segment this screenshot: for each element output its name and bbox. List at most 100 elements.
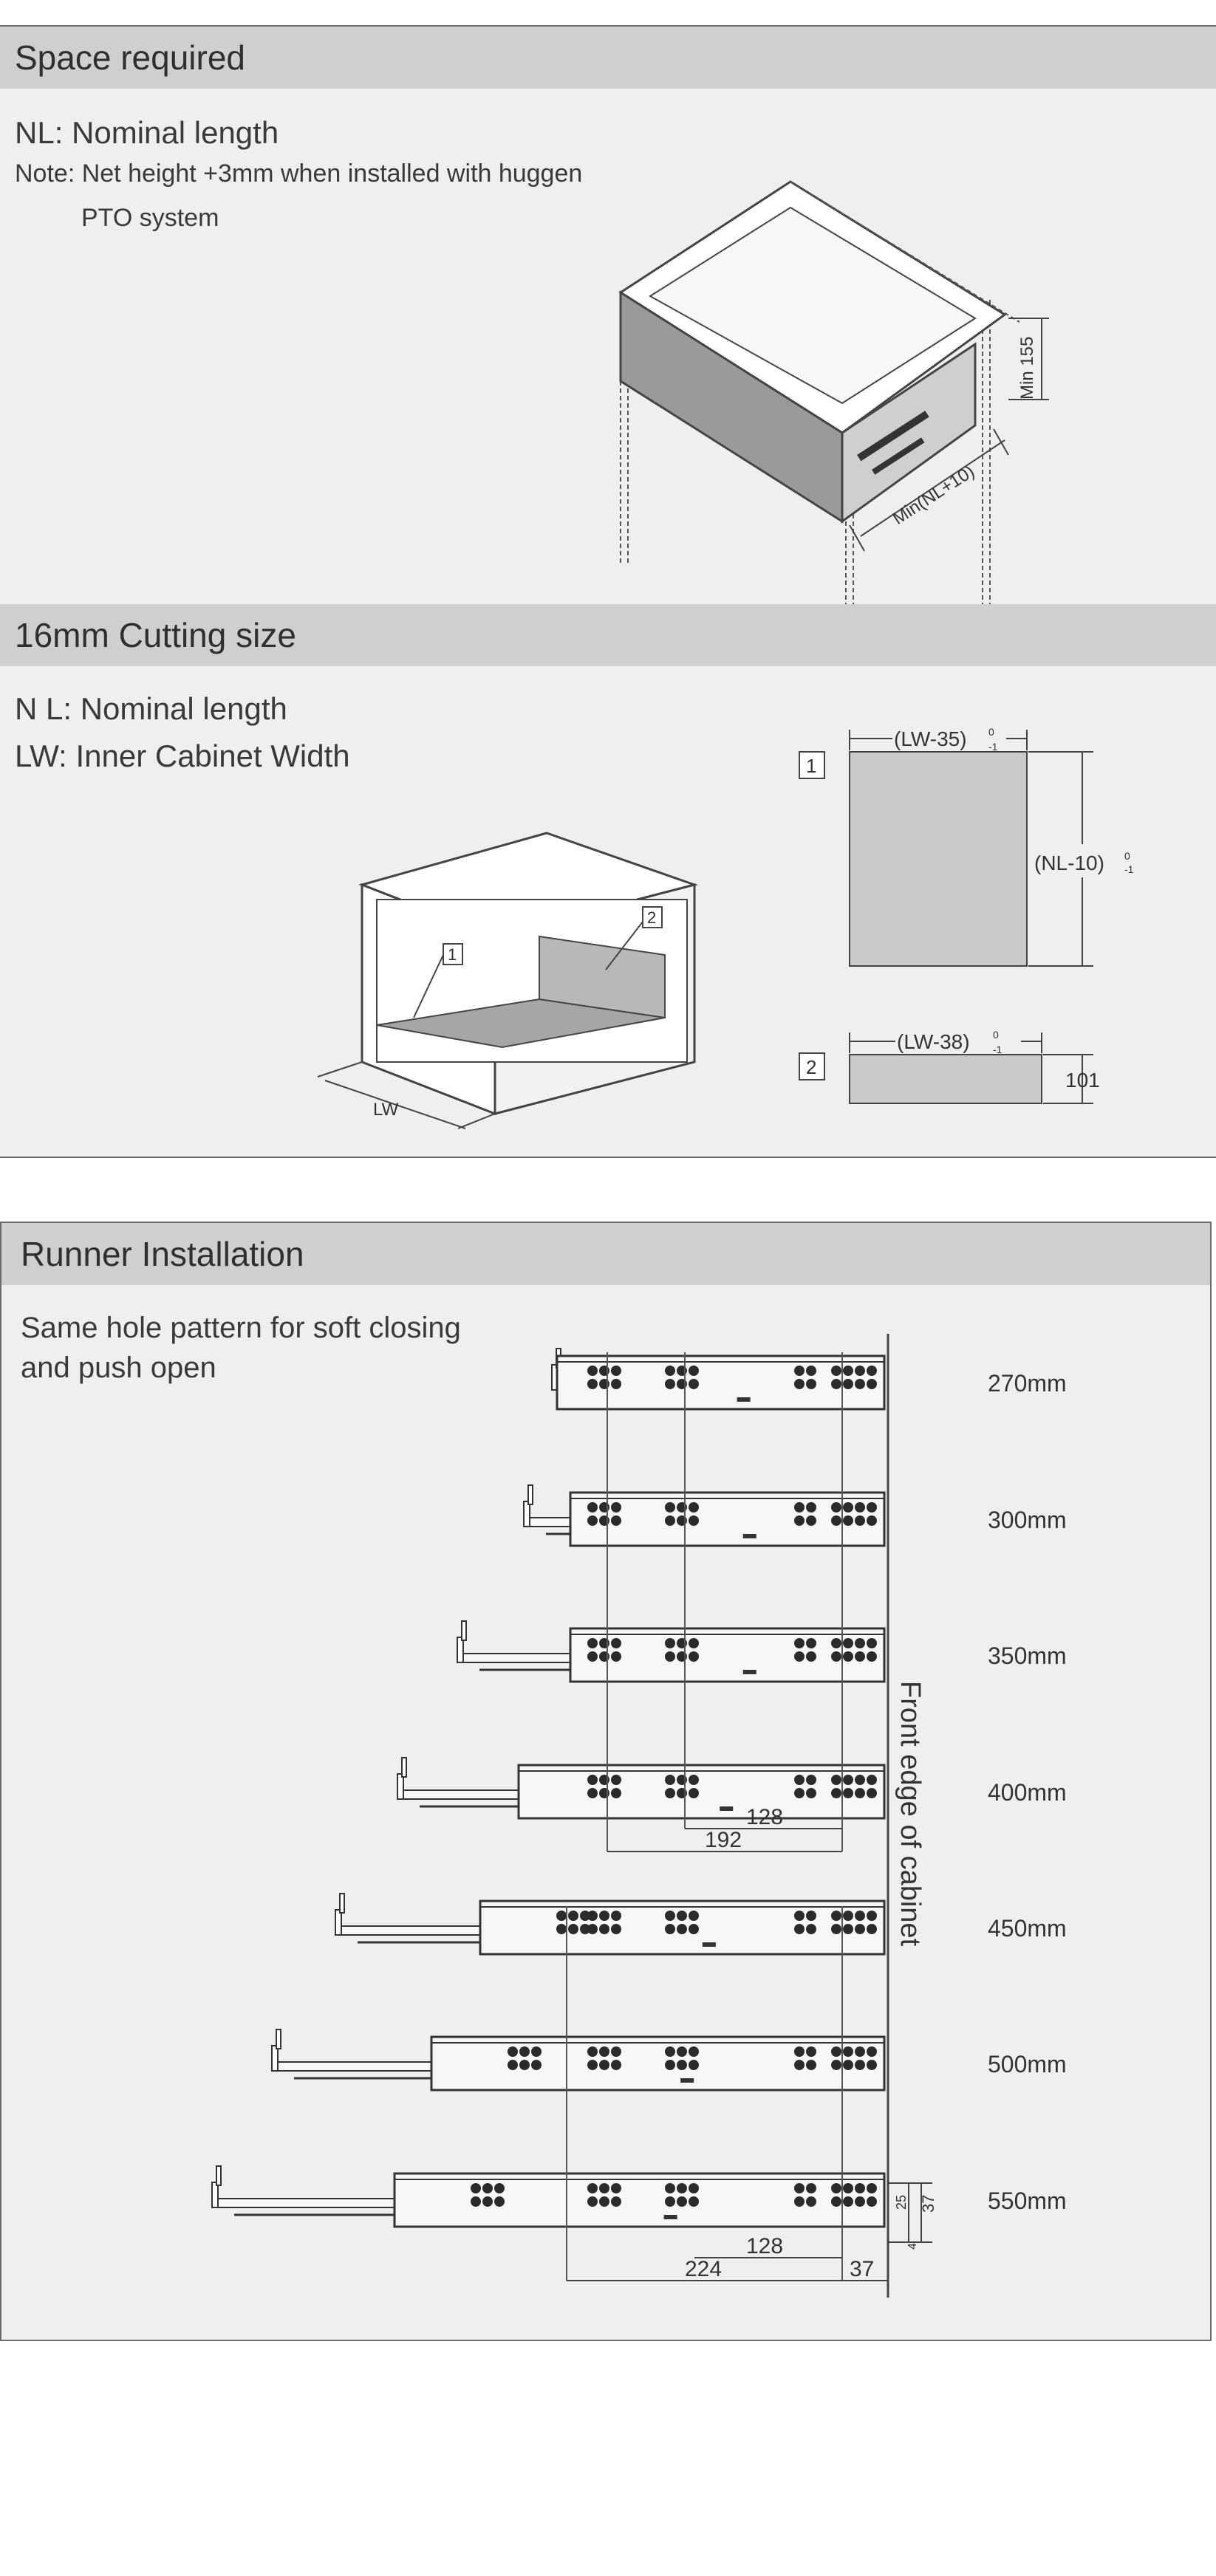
min-height-label: Min 155 <box>1017 337 1037 400</box>
runner-hole <box>794 2196 805 2207</box>
runner-hole <box>611 1788 621 1798</box>
runner-length-label: 550mm <box>988 2188 1067 2214</box>
runner-length-label: 300mm <box>988 1507 1067 1533</box>
runner-hole <box>665 1515 675 1526</box>
runner-slot <box>680 2078 694 2083</box>
runner-hole <box>843 1379 853 1389</box>
runner-hole <box>843 1924 853 1934</box>
pto-system-note: PTO system <box>81 204 219 232</box>
runner-hole <box>831 2196 841 2207</box>
runner-hole <box>806 2046 816 2057</box>
runner-hole <box>599 2060 609 2070</box>
hole-pattern-note-line2: and push open <box>21 1352 216 1384</box>
runner-hole <box>665 1502 675 1513</box>
callout-leader-2 <box>605 921 643 970</box>
runner-hole <box>855 2196 865 2207</box>
runner-hole <box>843 2183 853 2193</box>
runner-hole <box>855 1651 865 1662</box>
runner-hole <box>677 2046 687 2057</box>
runner-hole <box>831 1502 841 1513</box>
runner-hole <box>677 2183 687 2193</box>
runner-hole <box>689 1502 699 1513</box>
runner-slot <box>742 1670 756 1674</box>
runner-hole <box>867 1379 877 1389</box>
runner-hole <box>831 1911 841 1921</box>
part2-width-tol-lower: -1 <box>993 1044 1002 1055</box>
runner-hole <box>843 1366 853 1376</box>
runner-slot <box>737 1397 751 1402</box>
hole-alignment-lines <box>566 1352 843 2281</box>
dim-128-lower: 128 <box>746 2234 783 2258</box>
runner-hole <box>843 1911 853 1921</box>
drawer-back-panel <box>539 935 666 1019</box>
runner-hole <box>867 1515 877 1526</box>
runner-hole <box>867 2183 877 2193</box>
runner-hole <box>665 2183 675 2193</box>
runner-hole <box>611 2046 621 2057</box>
runner-hole <box>611 1911 621 1921</box>
part2-height-dimension <box>1043 1054 1093 1104</box>
front-edge-label: Front edge of cabinet <box>895 1681 926 1947</box>
runner-hole <box>665 1638 675 1648</box>
runner-slot <box>663 2215 677 2219</box>
runner-hole <box>599 2196 609 2207</box>
runner-hole <box>794 2046 805 2057</box>
runner-hole <box>806 1775 816 1785</box>
dim-128-upper: 128 <box>746 1805 783 1829</box>
runner-front-hook <box>339 1893 345 1914</box>
part1-panel <box>849 751 1028 967</box>
lw-label: LW <box>373 1100 399 1120</box>
runner-hole <box>867 1651 877 1662</box>
part2-panel <box>849 1054 1042 1104</box>
runner-hole <box>855 1515 865 1526</box>
runner-hole <box>587 2046 598 2057</box>
dim-25-side: 25 <box>894 2195 909 2210</box>
nl-definition-2: N L: Nominal length <box>15 691 287 726</box>
runner-hole <box>689 2060 699 2070</box>
part1-tag-box <box>799 751 825 779</box>
runner-hole <box>855 1911 865 1921</box>
runner-hole <box>508 2060 518 2070</box>
runner-hole <box>587 1515 598 1526</box>
runner-hole <box>855 2060 865 2070</box>
part2-tag: 2 <box>806 1056 816 1078</box>
runner-hole <box>867 1775 877 1785</box>
space-required-header: Space required <box>0 27 1216 89</box>
runner-hole <box>806 1502 816 1513</box>
runner-hole <box>568 1924 578 1934</box>
part1-width-tol-upper: 0 <box>988 726 994 738</box>
runner-hole <box>831 1651 841 1662</box>
runner-hole <box>867 2196 877 2207</box>
runner-slot <box>742 1534 756 1538</box>
runner-hole <box>794 1788 805 1798</box>
drawer-side-panel <box>841 342 977 524</box>
runner-hole <box>611 1366 621 1376</box>
runner-hole <box>611 2196 621 2207</box>
runner-hole <box>689 1638 699 1648</box>
runner-front-bracket <box>335 1909 342 1936</box>
runner-hole <box>665 1788 675 1798</box>
runner-hole <box>843 2060 853 2070</box>
drawer-inner-cavity <box>649 206 977 405</box>
runner-front-hook <box>401 1757 407 1778</box>
part1-tag: 1 <box>806 755 816 777</box>
runner-hole <box>611 1638 621 1648</box>
runner-front-bracket <box>457 1637 464 1663</box>
runner-hole <box>855 1924 865 1934</box>
runner-hole <box>611 2060 621 2070</box>
runner-installation-header: Runner Installation <box>1 1223 1210 1285</box>
runner-hole <box>556 1911 567 1921</box>
runner-hole <box>689 1366 699 1376</box>
runner-hole <box>611 1924 621 1934</box>
runner-length-label: 350mm <box>988 1642 1067 1669</box>
runner-hole <box>843 1788 853 1798</box>
runner-hole <box>587 2060 598 2070</box>
runner-extension-slide <box>397 1789 534 1800</box>
runner-hole <box>806 1638 816 1648</box>
runner-hole <box>677 2060 687 2070</box>
runner-hole <box>806 2183 816 2193</box>
runner-hole <box>855 1366 865 1376</box>
runner-hole <box>482 2196 493 2207</box>
